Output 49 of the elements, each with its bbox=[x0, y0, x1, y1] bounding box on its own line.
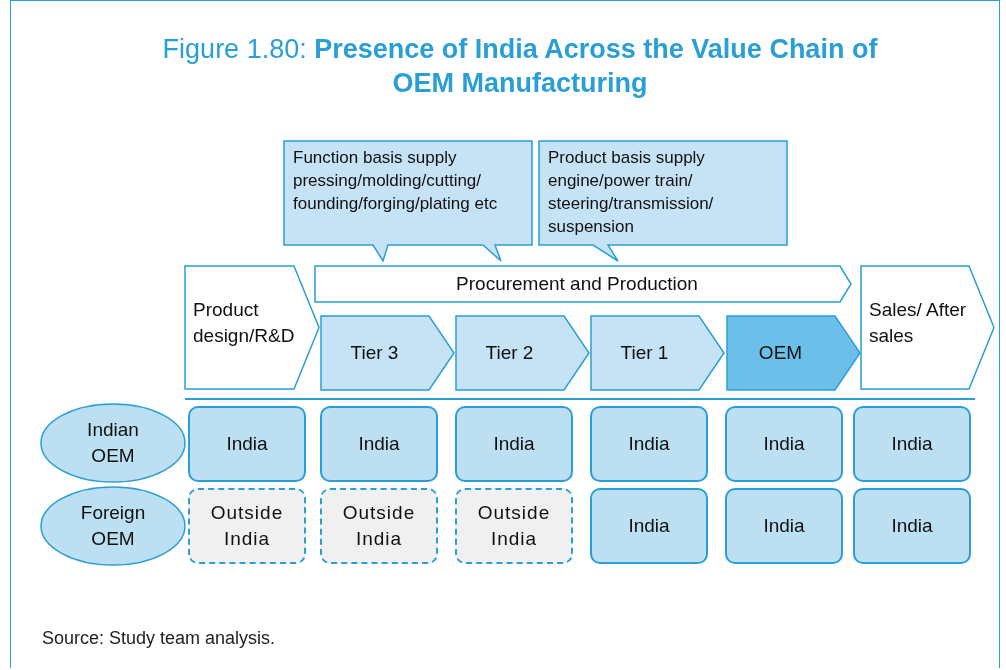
cell-text: India bbox=[358, 432, 400, 456]
row-header-ellipse bbox=[40, 486, 186, 566]
value-cell bbox=[320, 488, 438, 564]
step-label: Product design/R&D bbox=[193, 297, 295, 348]
value-cell bbox=[725, 406, 843, 482]
cell-text: India bbox=[628, 432, 670, 456]
row-header-label: Foreign OEM bbox=[79, 501, 147, 551]
value-cell bbox=[188, 488, 306, 564]
value-cell bbox=[455, 406, 573, 482]
value-cell bbox=[320, 406, 438, 482]
callout-text: Product basis supply bbox=[548, 147, 705, 169]
cell-text: Outside India bbox=[209, 501, 285, 551]
chevron-step bbox=[184, 265, 320, 390]
banner-label: Procurement and Production bbox=[456, 272, 698, 296]
callout-text: engine/power train/ steering/transmission/ suspension bbox=[548, 170, 715, 238]
value-cell bbox=[188, 406, 306, 482]
step-label: Tier 2 bbox=[485, 341, 534, 365]
step-label: Tier 1 bbox=[620, 341, 669, 365]
value-cell bbox=[590, 406, 708, 482]
value-cell bbox=[853, 406, 971, 482]
cell-text: India bbox=[891, 432, 933, 456]
callout-text: pressing/molding/cutting/ founding/forging/plating etc bbox=[293, 170, 499, 215]
cell-text: Outside India bbox=[341, 501, 417, 551]
value-cell bbox=[853, 488, 971, 564]
value-cell bbox=[590, 488, 708, 564]
chevron-step bbox=[726, 315, 861, 391]
cell-text: India bbox=[891, 514, 933, 538]
value-cell bbox=[455, 488, 573, 564]
value-cell bbox=[725, 488, 843, 564]
step-label: OEM bbox=[758, 341, 803, 365]
cell-text: India bbox=[226, 432, 268, 456]
chevron-step bbox=[320, 315, 455, 391]
figure-title: Figure 1.80: Presence of India Across the Value Chain of OEM Manufacturing bbox=[161, 33, 879, 100]
row-header-label: Indian OEM bbox=[86, 418, 140, 468]
chevron-step bbox=[590, 315, 725, 391]
row-header-ellipse bbox=[40, 403, 186, 483]
cell-text: India bbox=[628, 514, 670, 538]
cell-text: India bbox=[493, 432, 535, 456]
cell-text: Outside India bbox=[476, 501, 552, 551]
step-label: Sales/ After sales bbox=[869, 297, 968, 348]
cell-text: India bbox=[763, 514, 805, 538]
callout-box bbox=[538, 140, 788, 262]
callout-box bbox=[283, 140, 533, 262]
step-label: Tier 3 bbox=[350, 341, 399, 365]
callout-text: Function basis supply bbox=[293, 147, 457, 169]
source-note: Source: Study team analysis. bbox=[42, 628, 276, 649]
cell-text: India bbox=[763, 432, 805, 456]
chevron-step bbox=[455, 315, 590, 391]
chevron-step bbox=[860, 265, 995, 390]
